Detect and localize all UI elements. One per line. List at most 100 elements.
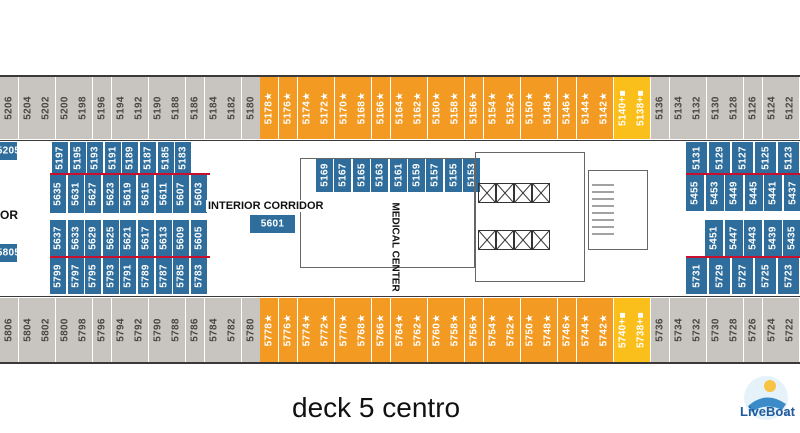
cabin-5178[interactable]: 5178★ [260,77,279,139]
cabin-5166[interactable]: 5166★ [372,77,391,139]
cabin-5131[interactable]: 5131 [686,142,708,173]
cabin-5633[interactable]: 5633 [68,220,85,256]
cabin-5776[interactable]: 5776★ [279,298,298,362]
cabin-5798[interactable]: 5798 [74,298,93,362]
cabin-5601[interactable]: 5601 [250,215,296,233]
cabin-5455[interactable]: 5455 [686,175,705,211]
cabin-5613[interactable]: 5613 [156,220,173,256]
cabin-5435[interactable]: 5435 [783,220,800,256]
cabin-5144[interactable]: 5144★ [577,77,596,139]
cabin-5437[interactable]: 5437 [784,175,800,211]
cabin-5451[interactable]: 5451 [705,220,724,256]
cabin-5195[interactable]: 5195 [70,142,87,173]
cabin-5625[interactable]: 5625 [103,220,120,256]
cabin-5200[interactable]: 5200 [56,77,75,139]
cabin-5167[interactable]: 5167 [334,158,352,192]
cabin-5792[interactable]: 5792 [130,298,149,362]
cabin-5800[interactable]: 5800 [56,298,75,362]
cabin-5157[interactable]: 5157 [426,158,444,192]
cabin-5742[interactable]: 5742★ [595,298,614,362]
cabin-5791[interactable]: 5791 [120,258,137,294]
cabin-5631[interactable]: 5631 [68,175,85,213]
cabin-5127[interactable]: 5127 [732,142,754,173]
cabin-5163[interactable]: 5163 [371,158,389,192]
cabin-5206[interactable]: 5206 [0,77,19,139]
cabin-5150[interactable]: 5150★ [521,77,540,139]
cabin-5152[interactable]: 5152★ [502,77,521,139]
cabin-5192[interactable]: 5192 [130,77,149,139]
cabin-5170[interactable]: 5170★ [335,77,354,139]
cabin-5789[interactable]: 5789 [138,258,155,294]
cabin-5188[interactable]: 5188 [167,77,186,139]
cabin-5191[interactable]: 5191 [105,142,122,173]
cabin-5780[interactable]: 5780 [242,298,261,362]
cabin-5158[interactable]: 5158★ [446,77,465,139]
cabin-5724[interactable]: 5724 [763,298,782,362]
cabin-5605[interactable]: 5605 [191,220,208,256]
cabin-5774[interactable]: 5774★ [298,298,317,362]
cabin-5122[interactable]: 5122 [781,77,800,139]
cabin-5790[interactable]: 5790 [149,298,168,362]
cabin-5172[interactable]: 5172★ [316,77,335,139]
cabin-5797[interactable]: 5797 [68,258,85,294]
cabin-5615[interactable]: 5615 [138,175,155,213]
cabin-5165[interactable]: 5165 [353,158,371,192]
cabin-5124[interactable]: 5124 [763,77,782,139]
cabin-5441[interactable]: 5441 [764,175,783,211]
cabin-5162[interactable]: 5162★ [409,77,428,139]
cabin-5185[interactable]: 5185 [158,142,175,173]
cabin-5603[interactable]: 5603 [191,175,208,213]
cabin-5629[interactable]: 5629 [85,220,102,256]
cabin-5439[interactable]: 5439 [764,220,783,256]
cabin-5782[interactable]: 5782 [223,298,242,362]
cabin-5783[interactable]: 5783 [191,258,208,294]
cabin-5196[interactable]: 5196 [93,77,112,139]
cabin-5190[interactable]: 5190 [149,77,168,139]
cabin-5750[interactable]: 5750★ [521,298,540,362]
cabin-5198[interactable]: 5198 [74,77,93,139]
cabin-5784[interactable]: 5784 [205,298,224,362]
cabin-5762[interactable]: 5762★ [409,298,428,362]
cabin-5736[interactable]: 5736 [651,298,670,362]
cabin-5184[interactable]: 5184 [205,77,224,139]
cabin-5176[interactable]: 5176★ [279,77,298,139]
cabin-5183[interactable]: 5183 [175,142,192,173]
cabin-5806[interactable]: 5806 [0,298,19,362]
cabin-5748[interactable]: 5748★ [539,298,558,362]
cabin-5802[interactable]: 5802 [37,298,56,362]
cabin-5637[interactable]: 5637 [50,220,67,256]
cabin-5746[interactable]: 5746★ [558,298,577,362]
cabin-5186[interactable]: 5186 [186,77,205,139]
cabin-5445[interactable]: 5445 [745,175,764,211]
cabin-5154[interactable]: 5154★ [484,77,503,139]
cabin-5443[interactable]: 5443 [744,220,763,256]
cabin-5764[interactable]: 5764★ [391,298,410,362]
cabin-5194[interactable]: 5194 [112,77,131,139]
cabin-5728[interactable]: 5728 [725,298,744,362]
cabin-5128[interactable]: 5128 [725,77,744,139]
cabin-5607[interactable]: 5607 [173,175,190,213]
cabin-5146[interactable]: 5146★ [558,77,577,139]
cabin-5134[interactable]: 5134 [670,77,689,139]
cabin-5130[interactable]: 5130 [707,77,726,139]
cabin-5164[interactable]: 5164★ [391,77,410,139]
cabin-5756[interactable]: 5756★ [465,298,484,362]
cabin-5740[interactable]: 5740+■ [614,298,633,362]
cabin-5766[interactable]: 5766★ [372,298,391,362]
cabin-5148[interactable]: 5148★ [539,77,558,139]
cabin-5142[interactable]: 5142★ [595,77,614,139]
cabin-5627[interactable]: 5627 [85,175,102,213]
cabin-5758[interactable]: 5758★ [446,298,465,362]
cabin-5619[interactable]: 5619 [120,175,137,213]
cabin-5153[interactable]: 5153 [463,158,481,192]
cabin-5193[interactable]: 5193 [87,142,104,173]
cabin-5722[interactable]: 5722 [781,298,800,362]
cabin-5744[interactable]: 5744★ [577,298,596,362]
cabin-5189[interactable]: 5189 [122,142,139,173]
cabin-5804[interactable]: 5804 [19,298,38,362]
cabin-5760[interactable]: 5760★ [428,298,447,362]
cabin-5794[interactable]: 5794 [112,298,131,362]
cabin-5725[interactable]: 5725 [755,258,777,294]
cabin-5129[interactable]: 5129 [709,142,731,173]
cabin-5787[interactable]: 5787 [156,258,173,294]
